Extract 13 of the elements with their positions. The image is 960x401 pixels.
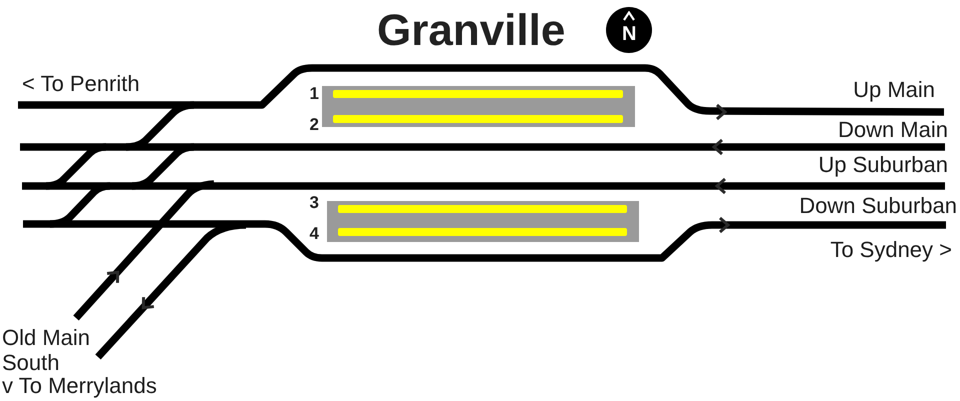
track-name: Down Suburban xyxy=(799,194,957,218)
track-name: Up Main xyxy=(853,78,935,102)
destination-text: < To Penrith xyxy=(22,72,140,96)
destination-text: To Sydney > xyxy=(830,238,952,262)
platform-number: 4 xyxy=(310,224,319,244)
diagram-title: Granville xyxy=(377,6,566,56)
destination-text: v To Merrylands xyxy=(2,373,157,398)
platform-number: 3 xyxy=(310,193,319,213)
track-name: Up Suburban xyxy=(818,153,948,177)
platform-number: 1 xyxy=(310,84,319,104)
track-name: Down Main xyxy=(838,118,948,142)
compass-letter: N xyxy=(622,24,636,44)
platform-number: 2 xyxy=(310,115,319,135)
